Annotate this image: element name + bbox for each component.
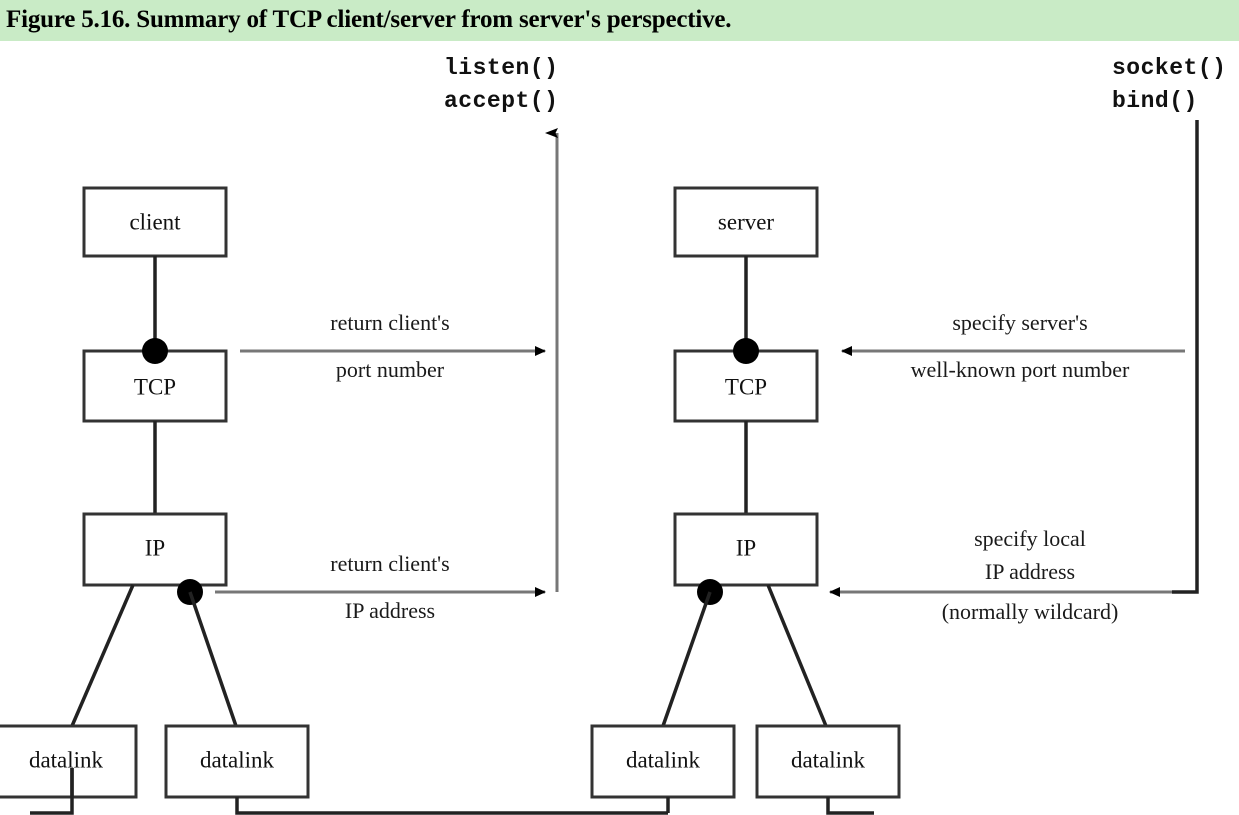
- specify-server-port-label-line2: well-known port number: [911, 357, 1130, 382]
- server-app-label: server: [718, 209, 775, 234]
- client-datalink-right-label: datalink: [200, 747, 275, 772]
- client-datalink-right-box: [164, 724, 310, 799]
- server-ip-label: IP: [736, 535, 756, 560]
- return-client-port-label-line1: return client's: [330, 310, 449, 335]
- client-ip-datalink-left-link: [70, 584, 135, 727]
- specify-local-ip-label-line1: specify local: [974, 526, 1086, 551]
- tcp-client-server-diagram: listen() accept() socket() bind() client…: [0, 55, 1226, 815]
- shared-network-bus: [235, 797, 668, 815]
- specify-local-ip-label-line2: IP address: [985, 559, 1075, 584]
- server-datalink-right-box: [755, 724, 901, 799]
- client-app-label: client: [129, 209, 181, 234]
- server-app-box: [673, 186, 819, 258]
- server-ip-datalink-left-link: [661, 591, 712, 727]
- server-datalink-right-label: datalink: [791, 747, 866, 772]
- return-client-ip-label-line1: return client's: [330, 551, 449, 576]
- client-datalink-left-box: [0, 724, 138, 799]
- listen-call-label: listen(): [444, 55, 558, 81]
- client-tcp-port-junction-dot: [142, 338, 168, 364]
- figure-caption-band: Figure 5.16. Summary of TCP client/serve…: [0, 0, 1239, 41]
- client-ip-label: IP: [145, 535, 165, 560]
- client-datalink-left-bus: [30, 797, 74, 815]
- server-datalink-left-box: [590, 724, 736, 799]
- specify-local-ip-label-line3: (normally wildcard): [942, 599, 1119, 624]
- socket-call-label: socket(): [1112, 55, 1226, 81]
- server-datalink-right-bus: [826, 797, 874, 815]
- figure-caption-text: Figure 5.16. Summary of TCP client/serve…: [6, 6, 732, 33]
- client-ip-datalink-right-link: [188, 591, 238, 727]
- return-client-port-label-line2: port number: [336, 357, 445, 382]
- return-client-ip-label-line2: IP address: [345, 598, 435, 623]
- server-tcp-label: TCP: [725, 374, 767, 399]
- server-ip-datalink-right-link: [766, 584, 828, 727]
- server-ip-box: [673, 512, 819, 587]
- diagram-canvas: listen() accept() socket() bind() client…: [0, 41, 1239, 815]
- bind-call-label: bind(): [1112, 88, 1198, 114]
- client-ip-box: [82, 512, 228, 587]
- socket-bind-vertical-line: [1172, 120, 1199, 594]
- accept-call-label: accept(): [444, 88, 558, 114]
- server-datalink-left-label: datalink: [626, 747, 701, 772]
- specify-server-port-label-line1: specify server's: [952, 310, 1087, 335]
- client-datalink-left-label: datalink: [29, 747, 104, 772]
- client-tcp-label: TCP: [134, 374, 176, 399]
- server-tcp-port-junction-dot: [733, 338, 759, 364]
